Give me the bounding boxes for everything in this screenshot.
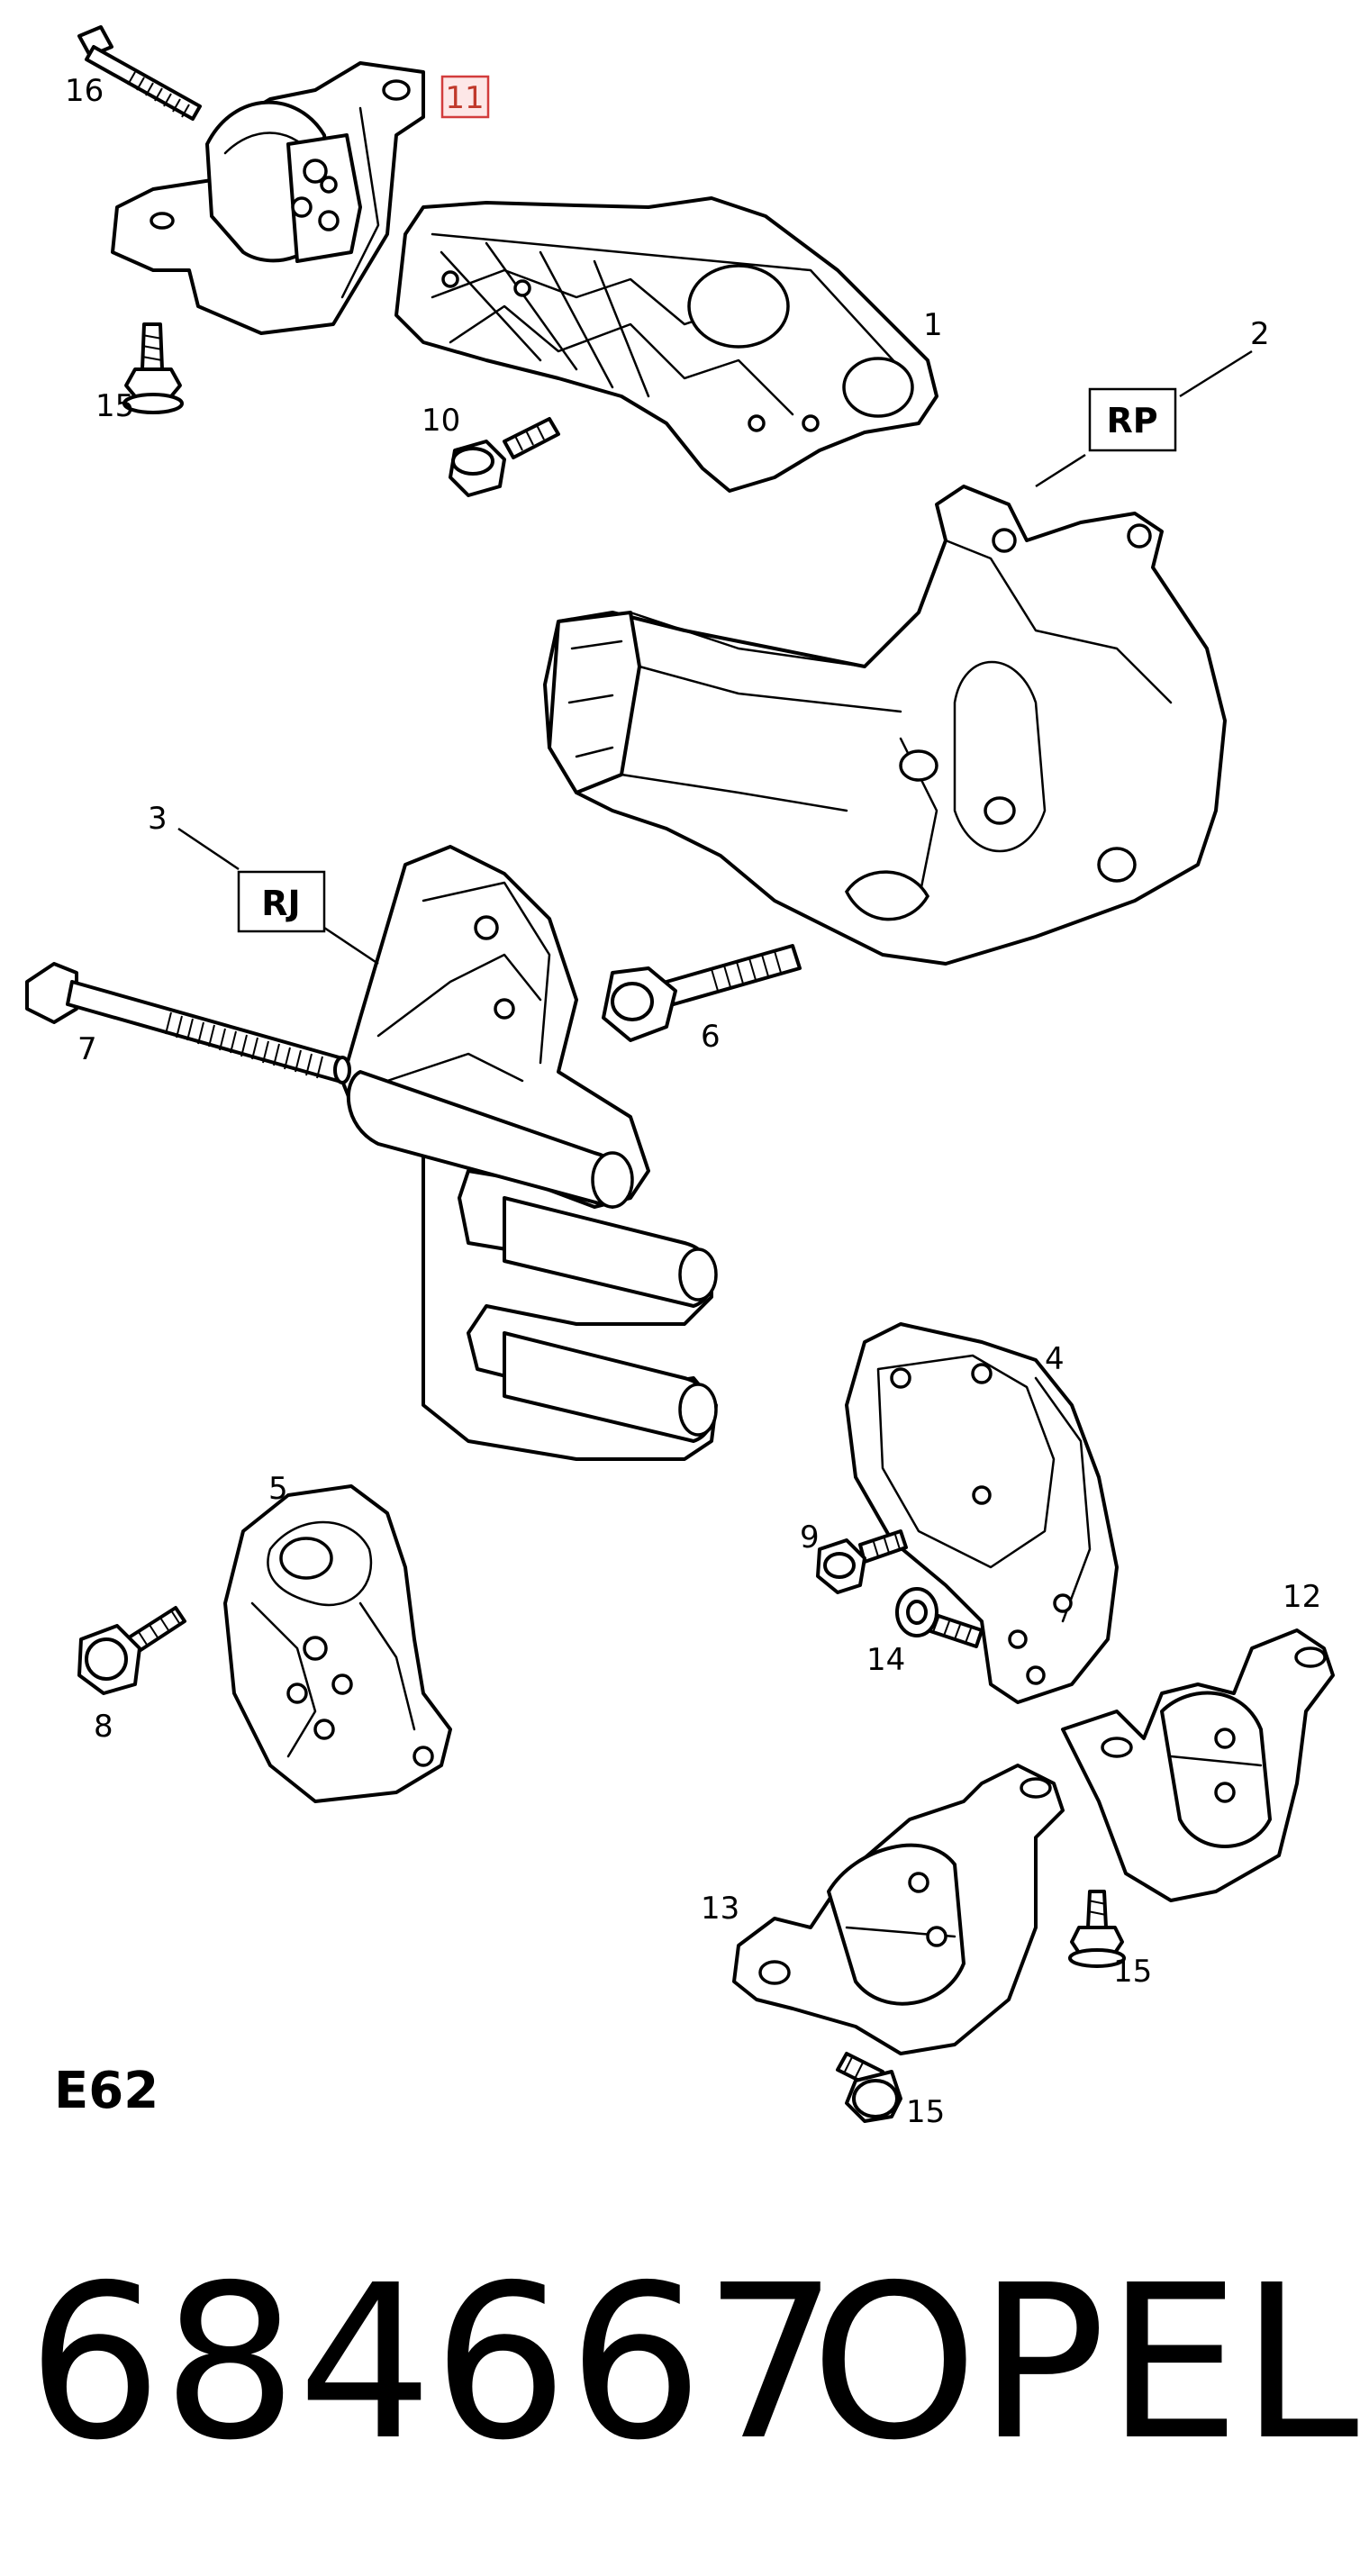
callout-15-top: 15 [95,388,134,424]
callout-3: 3 [148,801,168,837]
callout-11: 11 [445,80,484,116]
part-15-bolt-top [122,322,184,414]
part-13-mount [732,1764,1065,2055]
callout-4: 4 [1045,1341,1065,1377]
part-14-bolt [895,1587,984,1648]
callout-5: 5 [268,1471,288,1507]
callout-9: 9 [800,1519,820,1556]
part-12-mount [1061,1628,1335,1902]
callout-15-right: 15 [1113,1954,1152,1990]
callout-15-bottom: 15 [906,2094,945,2130]
leader-3 [177,827,240,871]
part-15-bolt-right [1068,1890,1126,1968]
callout-12: 12 [1283,1579,1321,1615]
rp-label: RP [1088,387,1177,452]
svg-text:RJ: RJ [261,884,300,923]
callout-13: 13 [701,1891,739,1927]
diagram-code: E62 [54,2062,159,2120]
leader-2 [1179,349,1253,398]
callout-8: 8 [94,1709,113,1745]
leader-rj [323,926,379,966]
brand-name: OPEL [811,2239,1359,2487]
part-4-mount-plate [845,1322,1119,1704]
part-1-support-bracket [394,196,938,493]
callout-1: 1 [923,307,943,343]
part-11-mount-bracket [111,61,425,335]
callout-7: 7 [77,1031,97,1067]
callout-10: 10 [422,403,460,439]
part-16-bolt [77,25,202,121]
part-3-rj-bracket [340,845,718,1461]
part-8-bolt [77,1606,186,1695]
part-9-bolt [816,1529,908,1594]
callout-6: 6 [701,1019,721,1055]
part-10-bolt [449,417,560,497]
callout-2: 2 [1250,316,1270,352]
part-2-transmission-bracket [543,485,1227,966]
part-7-long-bolt [25,962,351,1084]
part-6-bolt [602,944,802,1042]
part-number: 684667 [27,2239,839,2487]
leader-rp [1035,453,1086,488]
callout-16: 16 [65,73,104,109]
part-15-bolt-bottom [836,2052,902,2123]
svg-text:RP: RP [1106,401,1157,440]
callout-11-highlight [440,75,490,119]
callout-14: 14 [866,1642,905,1678]
rj-label: RJ [237,870,326,933]
part-5-mount [223,1484,452,1803]
